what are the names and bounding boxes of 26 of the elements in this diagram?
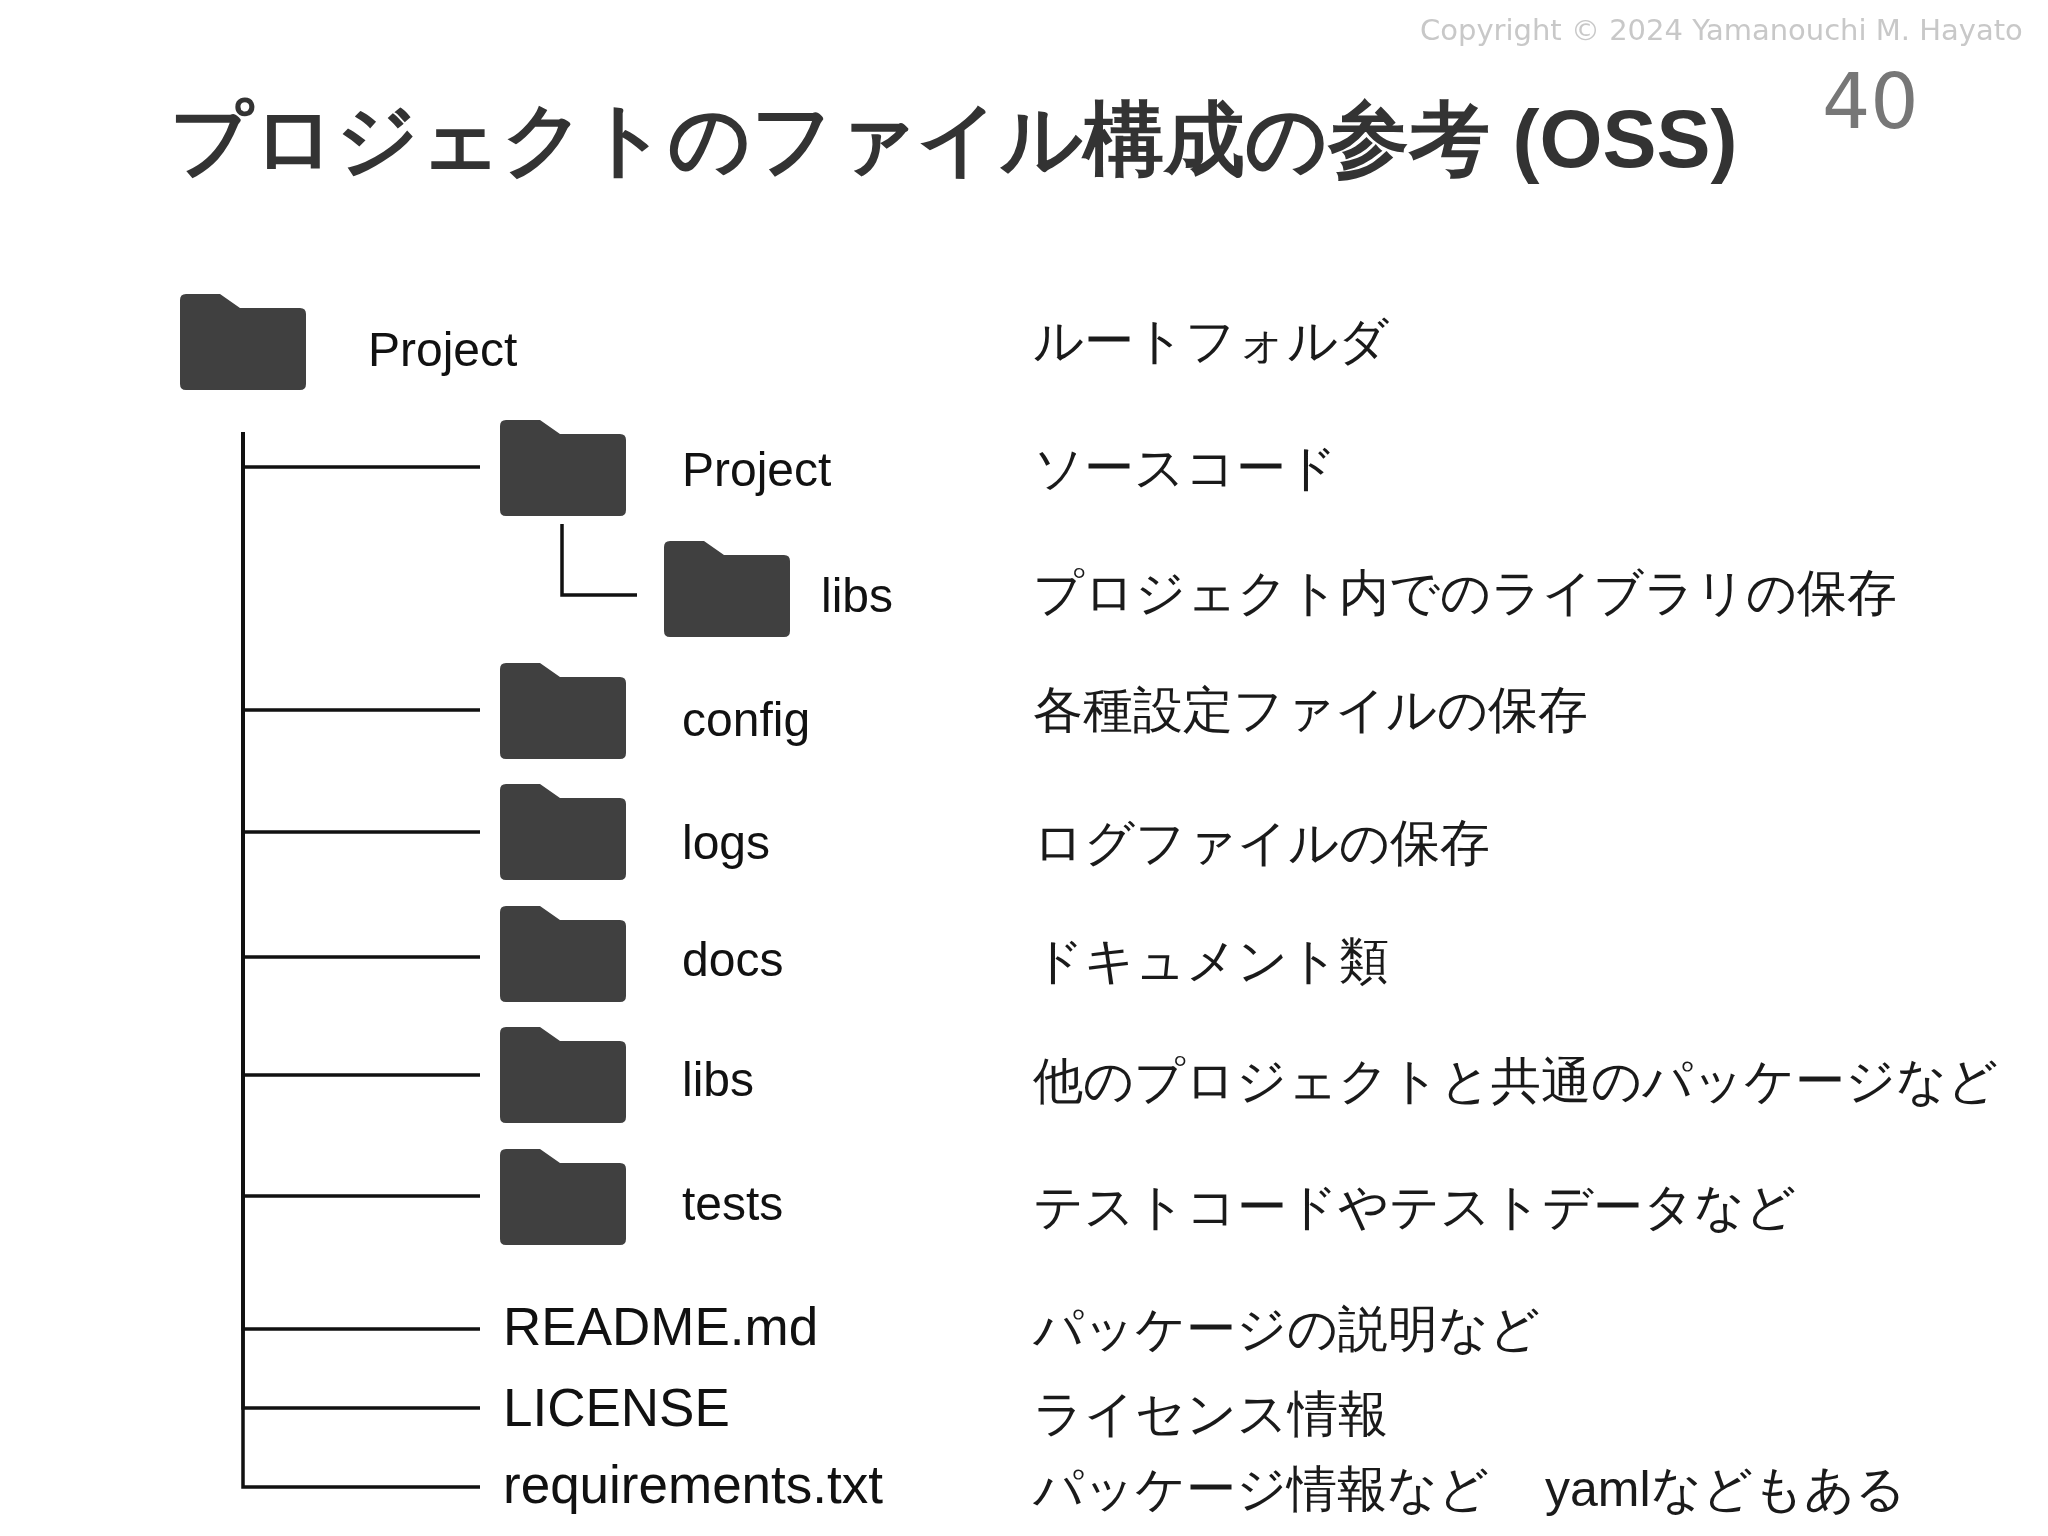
- folder-name: Project: [682, 442, 832, 498]
- page-number: 40: [1822, 58, 1919, 146]
- description-text: 各種設定ファイルの保存: [1033, 682, 1588, 740]
- description-text: パッケージの説明など: [1033, 1301, 1540, 1359]
- description-text: yamlなどもある: [1545, 1461, 1906, 1519]
- folder-name: Project: [368, 322, 518, 378]
- description-text: プロジェクト内でのライブラリの保存: [1033, 565, 1897, 623]
- folder-name: logs: [682, 815, 771, 871]
- file-name: requirements.txt: [503, 1454, 883, 1516]
- folder-name: docs: [682, 932, 784, 988]
- folder-name: libs: [682, 1052, 755, 1108]
- file-name: README.md: [503, 1296, 819, 1358]
- description-text: テストコードやテストデータなど: [1033, 1179, 1796, 1237]
- file-name: LICENSE: [503, 1377, 730, 1439]
- description-text: ライセンス情報: [1033, 1386, 1388, 1444]
- description-text: パッケージ情報など: [1033, 1461, 1489, 1519]
- description-text: ルートフォルダ: [1033, 313, 1389, 371]
- description-text: ログファイルの保存: [1033, 815, 1490, 873]
- folder-name: config: [682, 692, 811, 748]
- slide-title: プロジェクトのファイル構成の参考 (OSS): [170, 93, 1738, 187]
- description-text: 他のプロジェクトと共通のパッケージなど: [1033, 1053, 1998, 1111]
- tree-line: [560, 524, 637, 597]
- description-text: ドキュメント類: [1033, 933, 1389, 991]
- folder-name: tests: [682, 1176, 784, 1232]
- folder-name: libs: [821, 568, 894, 624]
- description-text: ソースコード: [1033, 440, 1337, 498]
